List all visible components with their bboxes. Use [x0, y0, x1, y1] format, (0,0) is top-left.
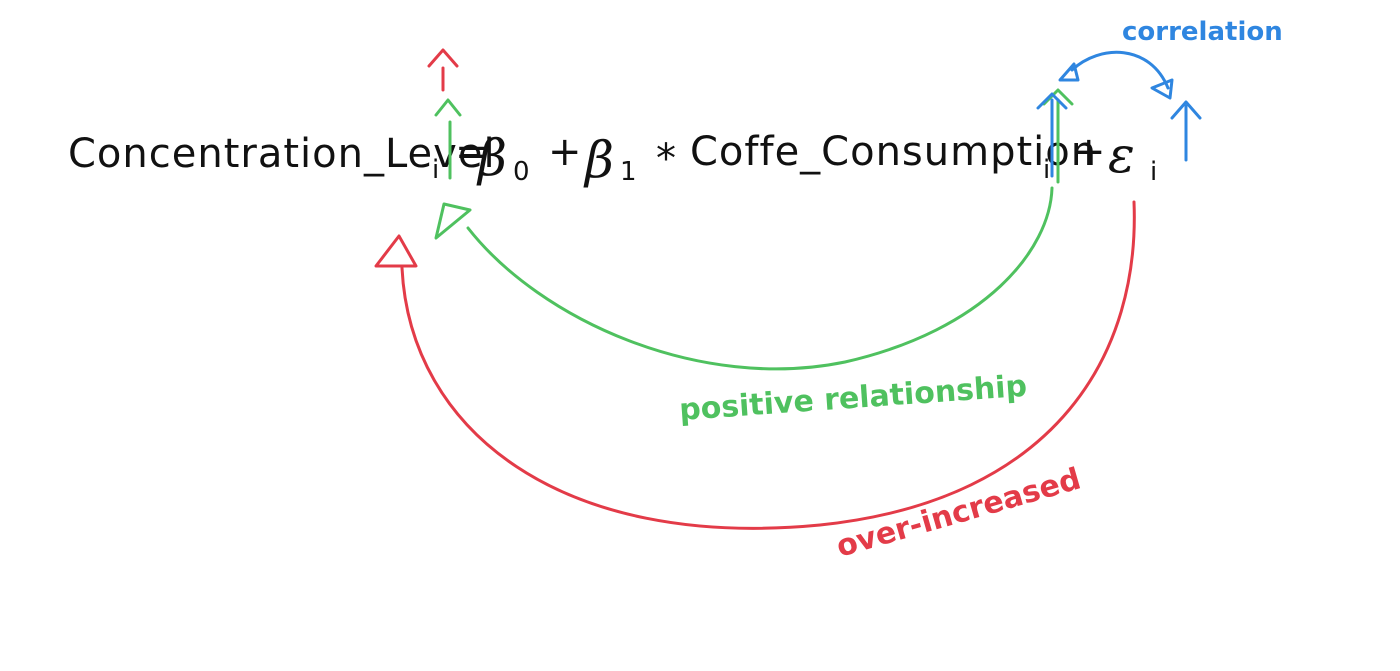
- regression-equation: Concentration_Level i = β 0 + β 1 * Coff…: [68, 126, 1157, 189]
- multiply-sign: *: [656, 136, 677, 182]
- over-increased-arrowhead-icon: [374, 234, 418, 268]
- positive-relationship-curve: [466, 186, 1054, 371]
- over-increased-annotation: [374, 48, 1136, 530]
- regressor-subscript: i: [1043, 155, 1050, 185]
- regressor-variable: Coffe_Consumption: [690, 129, 1097, 175]
- dependent-variable-subscript: i: [432, 155, 439, 185]
- error-blue-up-arrow-icon: [1170, 100, 1202, 120]
- over-increased-curve: [400, 200, 1136, 530]
- dependent-variable-green-up-arrow-icon: [434, 98, 462, 117]
- positive-relationship-annotation: [434, 88, 1074, 371]
- equals-sign: =: [455, 129, 490, 175]
- correlation-right-arrowhead-icon: [1150, 78, 1174, 100]
- positive-relationship-arrowhead-icon: [434, 202, 472, 240]
- plus-sign-2: +: [1072, 129, 1107, 175]
- correlation-annotation: [1036, 50, 1202, 178]
- error-subscript: i: [1150, 157, 1157, 187]
- beta-one: β: [583, 131, 614, 189]
- correlation-label: correlation: [1122, 17, 1283, 47]
- over-increased-label: over-increased: [833, 462, 1085, 565]
- beta-one-subscript: 1: [620, 157, 637, 187]
- dependent-variable: Concentration_Level: [68, 131, 496, 177]
- beta-zero: β: [476, 129, 507, 187]
- dependent-variable-red-up-arrow-icon: [427, 48, 459, 68]
- beta-zero-subscript: 0: [513, 157, 530, 187]
- positive-relationship-label: positive relationship: [678, 369, 1028, 428]
- error-term: ε: [1108, 126, 1135, 184]
- correlation-left-arrowhead-icon: [1058, 62, 1080, 82]
- regressor-blue-up-arrow-icon: [1036, 92, 1068, 110]
- plus-sign-1: +: [548, 129, 583, 175]
- correlation-curve: [1070, 50, 1170, 90]
